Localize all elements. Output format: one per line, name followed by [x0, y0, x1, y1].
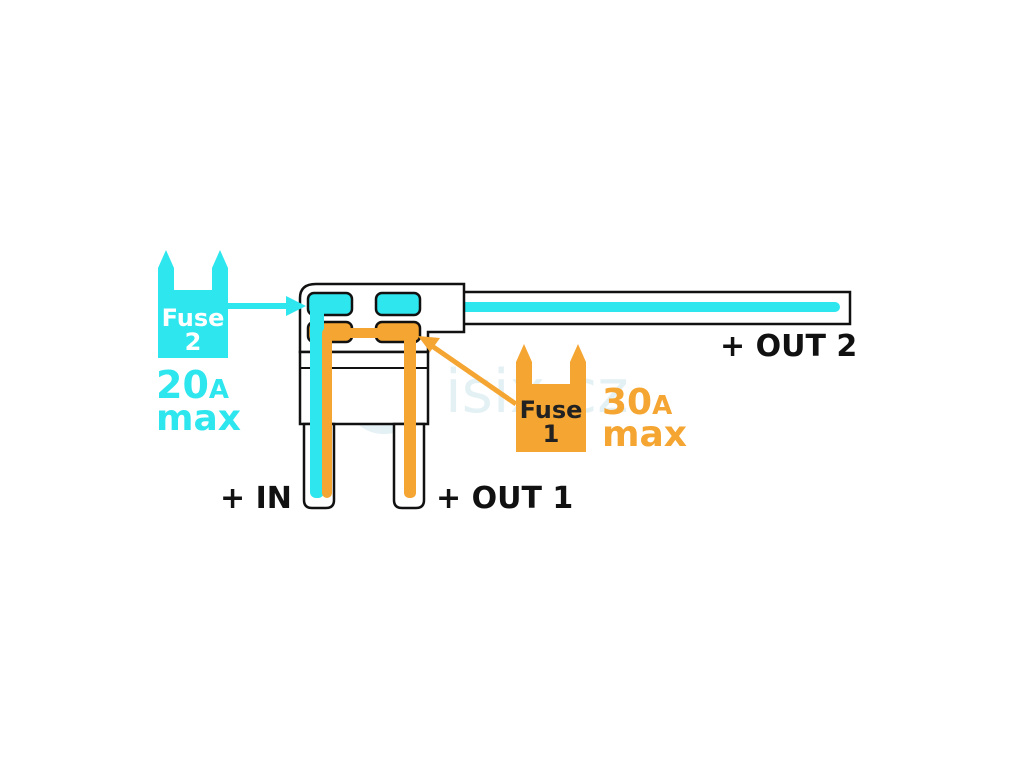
fuse2-label-line1: Fuse — [162, 304, 225, 332]
output-wire — [420, 290, 852, 326]
fuse1-rating: 30A — [602, 382, 672, 423]
fuse1-group: Fuse 1 30A max — [418, 336, 687, 455]
fuse1-rating-unit: A — [652, 391, 672, 421]
fuse2-slot-right — [374, 291, 422, 317]
blade-fuse-icon — [516, 344, 586, 452]
orange-path-top — [322, 328, 416, 338]
fuse2-group: Fuse 2 20A max — [156, 250, 306, 439]
fuse2-rating-number: 20 — [156, 363, 209, 407]
fuse2-label-line2: 2 — [185, 328, 202, 356]
fuse2-rating-unit: A — [209, 375, 229, 405]
fuse1-rating-number: 30 — [602, 382, 652, 423]
terminal-out2-label: + OUT 2 — [720, 329, 857, 364]
fuse-tap-holder — [298, 282, 466, 510]
fuse1-arrow-head-icon — [418, 336, 440, 352]
fuse1-arrow-line — [430, 343, 518, 407]
fuse1-label-line1: Fuse — [520, 396, 583, 424]
fuse2-arrow-head-icon — [286, 296, 306, 316]
terminal-in-label: + IN — [220, 481, 292, 516]
cyan-path-in — [310, 304, 324, 498]
blade-fuse-icon — [158, 250, 228, 358]
terminal-out1-label: + OUT 1 — [436, 481, 573, 516]
fuse1-rating-max: max — [602, 414, 687, 455]
fuse2-rating-max: max — [156, 398, 241, 439]
orange-path-out1 — [404, 330, 416, 498]
fuse2-rating: 20A — [156, 363, 229, 407]
wire-cyan-path — [420, 302, 840, 312]
orange-path-in — [322, 330, 332, 498]
fuse1-label-line2: 1 — [543, 420, 560, 448]
